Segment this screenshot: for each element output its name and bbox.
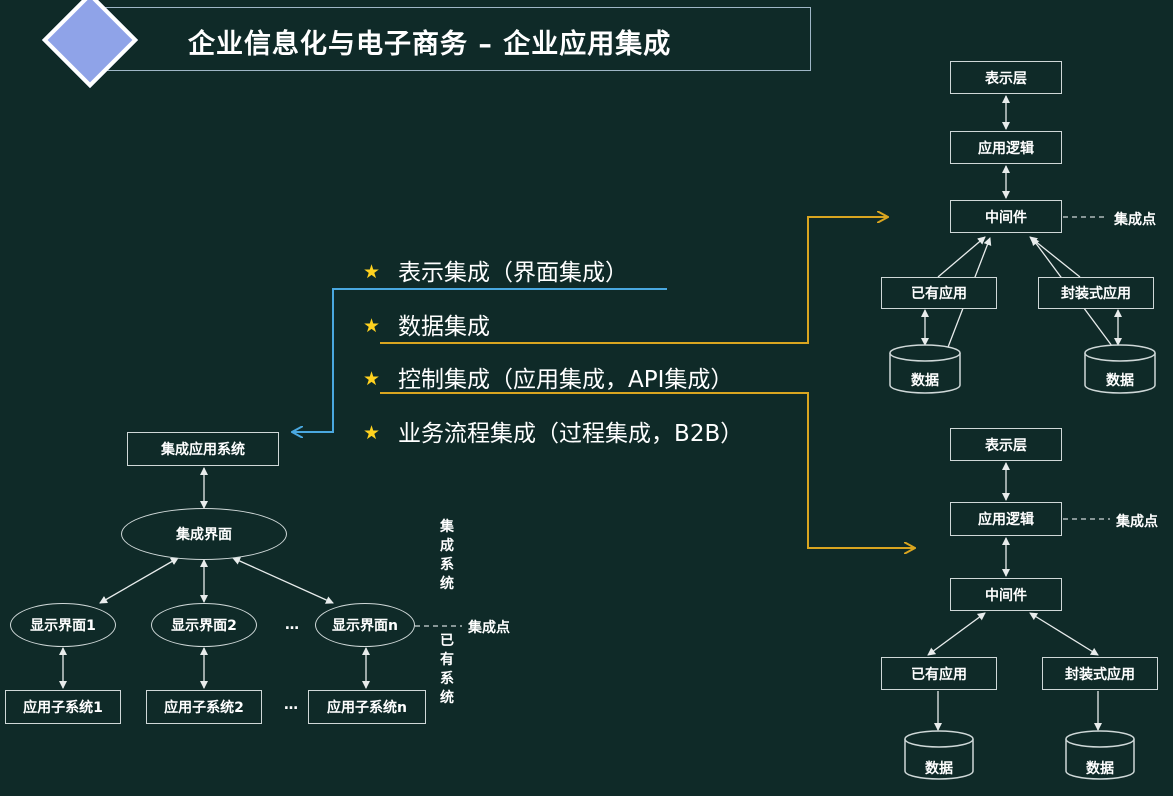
display-ui-1-node: 显示界面1: [10, 603, 116, 647]
display-ui-n-node: 显示界面n: [315, 603, 415, 647]
integration-point-label: 集成点: [468, 620, 510, 636]
display-ui-2-node: 显示界面2: [151, 603, 257, 647]
database-cylinders: [889, 344, 1156, 780]
presentation-layer-box: 表示层: [950, 428, 1062, 461]
integrated-system-label: 集成系统: [440, 519, 454, 592]
star-icon: ★: [363, 368, 381, 390]
middleware-box: 中间件: [950, 200, 1062, 233]
database-icon: [889, 344, 961, 362]
database-icon: [1084, 344, 1156, 362]
star-icon: ★: [363, 315, 381, 337]
control-connector: [380, 392, 914, 548]
wrapped-app-box: 封装式应用: [1042, 657, 1158, 690]
app-subsystem-2-box: 应用子系统2: [146, 690, 262, 724]
title-bar: [78, 7, 811, 71]
page-title: 企业信息化与电子商务 – 企业应用集成: [188, 29, 672, 60]
presentation-connector: [293, 288, 667, 432]
data-connector: [380, 217, 887, 344]
integration-point-label: 集成点: [1114, 212, 1156, 228]
app-subsystem-n-box: 应用子系统n: [308, 690, 426, 724]
database-icon: [889, 353, 961, 394]
database-icon: [1065, 739, 1135, 780]
presentation-layer-box: 表示层: [950, 61, 1062, 94]
app-subsystem-1-box: 应用子系统1: [5, 690, 121, 724]
list-item: ★数据集成: [363, 314, 491, 340]
integrated-app-system-box: 集成应用系统: [127, 432, 279, 466]
app-logic-box: 应用逻辑: [950, 502, 1062, 536]
database-icon: [1084, 353, 1156, 394]
star-icon: ★: [363, 422, 381, 444]
star-icon: ★: [363, 261, 381, 283]
list-item: ★业务流程集成（过程集成，B2B）: [363, 421, 744, 447]
integration-point-label: 集成点: [1116, 514, 1158, 530]
database-icon: [904, 739, 974, 780]
existing-system-label: 已有系统: [440, 633, 454, 706]
data-label: 数据: [911, 373, 939, 389]
existing-app-box: 已有应用: [881, 657, 997, 690]
data-label: 数据: [1106, 373, 1134, 389]
database-icon: [1065, 730, 1135, 748]
ellipsis: …: [285, 617, 299, 633]
ellipsis: …: [284, 697, 298, 713]
database-icon: [904, 730, 974, 748]
list-item: ★表示集成（界面集成）: [363, 260, 629, 286]
data-label: 数据: [925, 761, 953, 777]
middleware-box: 中间件: [950, 578, 1062, 611]
list-item: ★控制集成（应用集成，API集成）: [363, 367, 734, 393]
integrated-ui-node: 集成界面: [121, 508, 287, 560]
existing-app-box: 已有应用: [881, 277, 997, 309]
app-logic-box: 应用逻辑: [950, 131, 1062, 164]
wrapped-app-box: 封装式应用: [1038, 277, 1154, 309]
data-label: 数据: [1086, 761, 1114, 777]
